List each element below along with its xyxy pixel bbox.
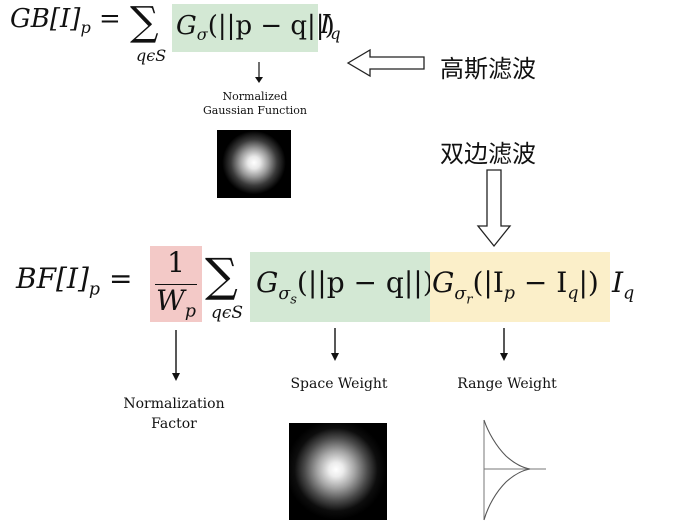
- range-curve-gaussian: [483, 419, 531, 521]
- gb-formula: GB[I]p =: [10, 4, 121, 38]
- range-weight-curve: [483, 419, 546, 521]
- bf-tail-sub: q: [623, 283, 635, 304]
- bf-space-args: (||p − q||): [296, 266, 434, 299]
- gaussian-kernel-image: [217, 130, 291, 198]
- bf-w: W: [156, 284, 185, 317]
- bf-space-g: G: [256, 266, 279, 299]
- gb-g: G: [176, 11, 197, 41]
- range-weight-label: Range Weight: [457, 376, 557, 392]
- bf-space-sigma: σ: [278, 283, 291, 304]
- gb-g-sub: σ: [196, 25, 208, 45]
- normalized-gaussian-label: Normalized Gaussian Function: [203, 90, 307, 117]
- gb-gaussian-term: Gσ(||p − q||): [172, 4, 335, 52]
- bf-lhs-block: BF[I]p =: [16, 262, 133, 300]
- bf-range-term: Gσr(|Ip − Iq|): [430, 252, 610, 322]
- gb-g-args: (||p − q||): [207, 11, 335, 41]
- bf-range-p: p: [503, 283, 516, 304]
- bf-w-sub: p: [184, 301, 196, 322]
- gb-i: I: [320, 10, 331, 40]
- gb-i-term: Iq: [320, 10, 341, 43]
- bf-lhs-sub: p: [88, 279, 101, 300]
- hollow-left-arrow-icon: [346, 48, 425, 78]
- gb-sum-sub: qϵS: [136, 46, 167, 65]
- gb-lhs-sub: p: [80, 18, 91, 38]
- normalization-down-arrow-icon: [172, 330, 180, 381]
- bf-sum-sub: qϵS: [211, 303, 244, 323]
- normalization-factor-label: Normalization Factor: [123, 396, 225, 432]
- bf-tail-term: Iq: [612, 266, 634, 304]
- bf-space-s: s: [290, 292, 297, 308]
- gb-lhs: GB[I]: [10, 4, 81, 34]
- space-down-arrow-icon: [331, 328, 339, 361]
- bf-range-end: |): [578, 266, 599, 299]
- hollow-down-arrow-icon: [476, 169, 512, 248]
- gb-i-sub: q: [330, 24, 341, 44]
- bf-fraction-bar: [155, 284, 197, 285]
- bf-range-r: r: [466, 292, 473, 308]
- range-down-arrow-icon: [500, 328, 508, 361]
- bf-tail-i: I: [612, 266, 624, 299]
- bf-range-g: G: [432, 266, 455, 299]
- bf-numerator: 1: [167, 246, 185, 279]
- bf-space-term: Gσs(||p − q||): [250, 252, 434, 322]
- bf-range-q: q: [567, 283, 579, 304]
- bf-normalization-term: 1 Wp: [150, 246, 202, 322]
- bf-sum-symbol: ∑: [205, 248, 238, 302]
- bf-lhs: BF[I]: [16, 262, 89, 295]
- bf-range-args: (|I: [472, 266, 504, 299]
- gb-sum-symbol: ∑: [130, 0, 159, 45]
- bf-denominator: Wp: [150, 284, 202, 322]
- bilateral-filter-label: 双边滤波: [440, 140, 536, 168]
- bf-range-sigma: σ: [454, 283, 467, 304]
- gb-down-arrow-icon: [255, 62, 263, 83]
- gaussian-filter-label: 高斯滤波: [440, 55, 536, 83]
- space-weight-label: Space Weight: [290, 376, 388, 392]
- bf-range-mid: − I: [515, 266, 568, 299]
- space-weight-image: [289, 423, 387, 520]
